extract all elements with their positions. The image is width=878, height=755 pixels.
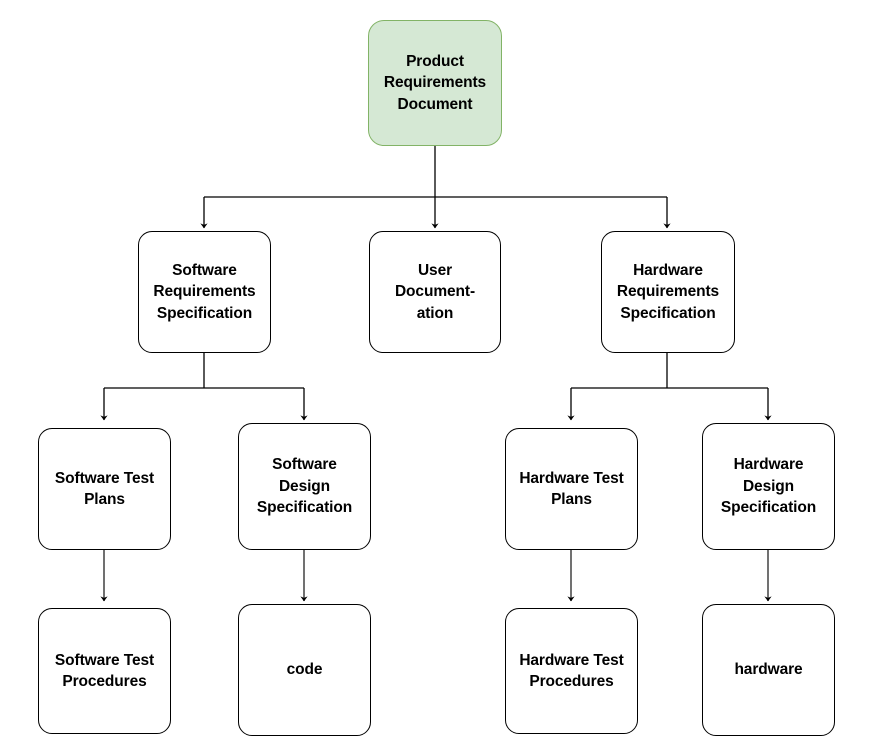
node-label: Software Test Plans	[54, 469, 155, 508]
node-hardware-requirements-specification[interactable]: Hardware Requirements Specification	[601, 231, 735, 353]
node-hardware-design-specification[interactable]: Hardware Design Specification	[702, 423, 835, 550]
node-hardware-test-plans[interactable]: Hardware Test Plans	[505, 428, 638, 550]
node-label: Product Requirements Document	[383, 52, 487, 113]
node-label: Hardware Test Procedures	[519, 651, 624, 690]
node-product-requirements-document[interactable]: Product Requirements Document	[368, 20, 502, 146]
node-software-test-plans[interactable]: Software Test Plans	[38, 428, 171, 550]
node-label: Hardware Test Plans	[519, 469, 624, 508]
node-label: User Document- ation	[394, 261, 476, 322]
node-label: Software Requirements Specification	[153, 261, 256, 322]
node-hardware[interactable]: hardware	[702, 604, 835, 736]
node-label: Software Test Procedures	[54, 651, 155, 690]
node-hardware-test-procedures[interactable]: Hardware Test Procedures	[505, 608, 638, 734]
node-software-requirements-specification[interactable]: Software Requirements Specification	[138, 231, 271, 353]
node-label: code	[286, 661, 323, 679]
node-label: Software Design Specification	[256, 456, 353, 517]
node-label: Hardware Requirements Specification	[616, 261, 720, 322]
node-label: hardware	[734, 661, 803, 679]
node-software-test-procedures[interactable]: Software Test Procedures	[38, 608, 171, 734]
node-software-design-specification[interactable]: Software Design Specification	[238, 423, 371, 550]
node-label: Hardware Design Specification	[720, 456, 817, 517]
node-user-documentation[interactable]: User Document- ation	[369, 231, 501, 353]
node-code[interactable]: code	[238, 604, 371, 736]
